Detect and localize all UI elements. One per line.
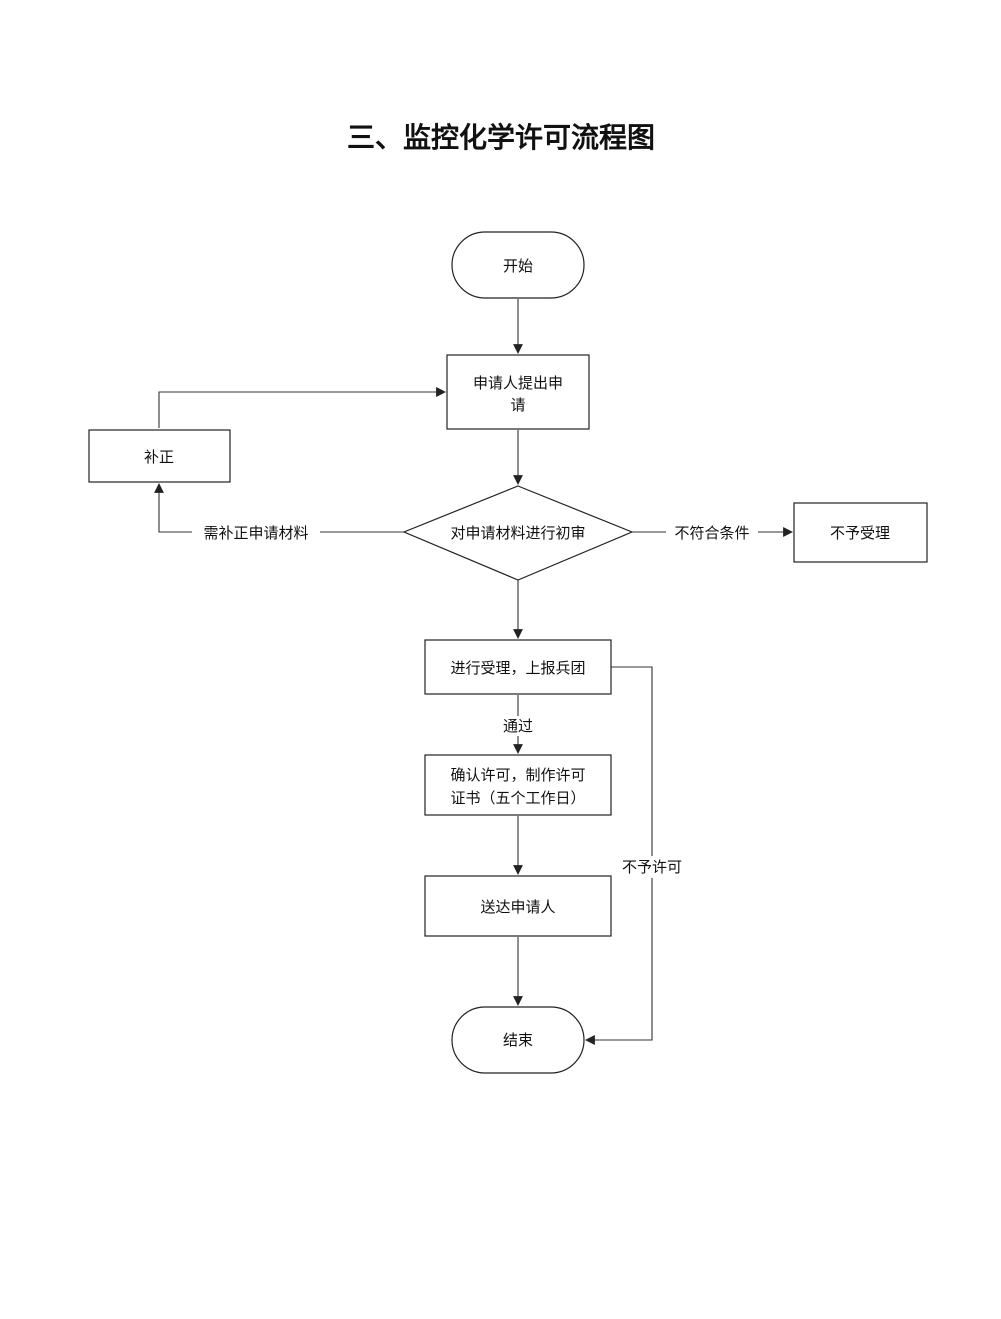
node-correct-label: 补正 [144, 448, 174, 466]
node-confirm-label-line2: 证书（五个工作日） [450, 789, 585, 807]
node-apply: 申请人提出申 请 [446, 354, 590, 430]
edge-label-denied: 不予许可 [622, 858, 682, 876]
node-start: 开始 [451, 231, 585, 299]
node-end-label: 结束 [503, 1031, 533, 1049]
edge-correct-to-apply [158, 387, 446, 428]
edge-label-not-qualified: 不符合条件 [674, 524, 749, 542]
node-confirm: 确认许可，制作许可 证书（五个工作日） [424, 754, 612, 816]
node-review: 对申请材料进行初审 [402, 485, 634, 581]
node-confirm-label-line1: 确认许可，制作许可 [450, 766, 585, 784]
edge-review-to-correct [154, 483, 404, 533]
node-start-label: 开始 [503, 257, 533, 275]
edge-accept-to-end [585, 666, 653, 1045]
edge-label-passed: 通过 [503, 717, 533, 735]
node-review-label: 对申请材料进行初审 [450, 524, 585, 542]
node-deliver: 送达申请人 [424, 875, 612, 937]
node-apply-label-line2: 请 [510, 396, 525, 414]
node-deliver-label: 送达申请人 [480, 898, 555, 916]
node-apply-label-line1: 申请人提出申 [473, 374, 563, 392]
edge-label-need-correction: 需补正申请材料 [203, 524, 308, 542]
node-reject: 不予受理 [793, 502, 928, 563]
node-correct: 补正 [88, 429, 231, 483]
page-title: 三、监控化学许可流程图 [347, 121, 655, 154]
node-accept-label: 进行受理，上报兵团 [450, 659, 585, 677]
node-reject-label: 不予受理 [830, 524, 890, 542]
node-end: 结束 [451, 1006, 585, 1074]
node-accept: 进行受理，上报兵团 [424, 639, 612, 695]
